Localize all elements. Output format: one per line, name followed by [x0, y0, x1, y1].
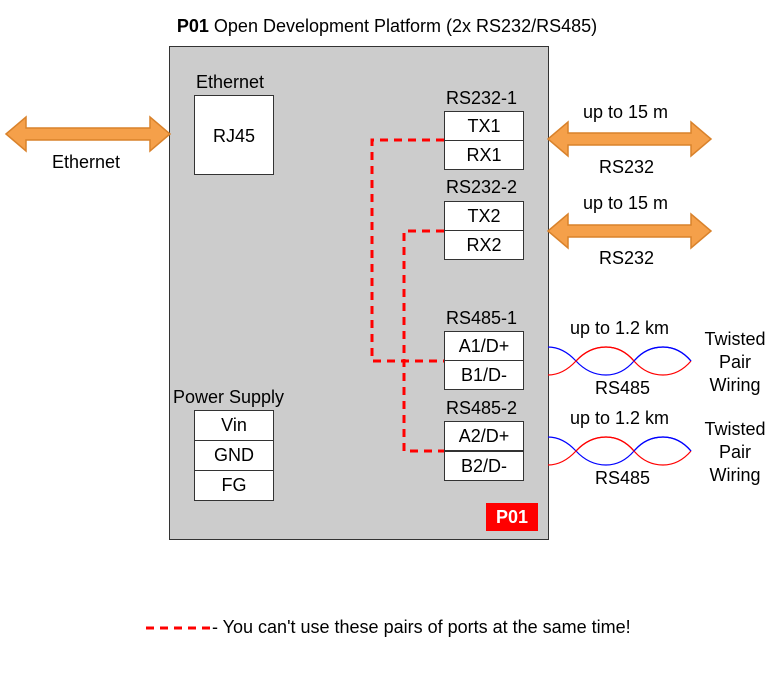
ethernet-double-arrow: [4, 115, 172, 153]
rs232-1-label: RS232-1: [446, 88, 518, 108]
pin-tx1-label: TX1: [467, 115, 501, 136]
rs485-2-wiring-line: Twisted: [704, 419, 766, 439]
pin-fg-label: FG: [221, 475, 247, 495]
pin-rx2-label: RX2: [466, 234, 502, 255]
pin-b2-label: B2/D-: [460, 455, 507, 476]
rs485-2-distance: up to 1.2 km: [570, 408, 670, 428]
power-supply-label: Power Supply: [173, 387, 285, 407]
pin-a1: A1/D+: [444, 331, 524, 361]
ethernet-section-label: Ethernet: [196, 72, 265, 92]
legend-text: - You can't use these pairs of ports at …: [212, 617, 631, 637]
pin-vin-label: Vin: [221, 415, 247, 435]
rs485-2-wiring: Twisted Pair Wiring: [700, 418, 770, 487]
pin-a1-label: A1/D+: [458, 335, 510, 356]
title-text: Open Development Platform (2x RS232/RS48…: [213, 16, 598, 36]
rs485-2-wiring-line: Pair: [718, 442, 751, 462]
p01-badge: P01: [486, 503, 538, 531]
rs232-1-distance: up to 15 m: [583, 102, 669, 122]
twisted-pair-1: [547, 346, 692, 376]
rs232-2-double-arrow: [546, 212, 713, 250]
rs485-1-label: RS485-1: [446, 308, 518, 328]
rs485-1-wiring-line: Wiring: [709, 375, 761, 395]
rs485-1-wiring-line: Pair: [718, 352, 751, 372]
rs232-1-double-arrow: [546, 120, 713, 158]
rs232-2-label: RS232-2: [446, 177, 518, 197]
pin-rx1-label: RX1: [466, 144, 502, 165]
ethernet-link-label: Ethernet: [52, 152, 121, 172]
rs485-1-wiring-line: Twisted: [704, 329, 766, 349]
pin-tx1: TX1: [444, 111, 524, 141]
rs485-2-type: RS485: [595, 468, 651, 488]
pin-b1-label: B1/D-: [460, 364, 507, 385]
rj45-label: RJ45: [212, 126, 256, 146]
pin-a2-label: A2/D+: [458, 425, 510, 446]
rs485-2-wiring-line: Wiring: [709, 465, 761, 485]
pin-rx1: RX1: [444, 140, 524, 170]
twisted-pair-2: [547, 436, 692, 466]
rs232-1-type: RS232: [599, 157, 655, 177]
rs232-2-type: RS232: [599, 248, 655, 268]
rs232-2-distance: up to 15 m: [583, 193, 669, 213]
rs485-2-label: RS485-2: [446, 398, 518, 418]
exclusive-link-rs232-1-rs485-1: [370, 138, 444, 363]
rj45-connector: RJ45: [194, 95, 274, 175]
pin-fg: FG: [194, 470, 274, 501]
pin-gnd: GND: [194, 440, 274, 471]
pin-tx2: TX2: [444, 201, 524, 231]
pin-a2: A2/D+: [444, 421, 524, 451]
pin-rx2: RX2: [444, 230, 524, 260]
pin-gnd-label: GND: [214, 445, 254, 465]
rs485-1-type: RS485: [595, 378, 651, 398]
rs485-1-wiring: Twisted Pair Wiring: [700, 328, 770, 397]
exclusive-link-rs232-2-rs485-2: [402, 229, 444, 453]
diagram-title: P01 Open Development Platform (2x RS232/…: [0, 16, 774, 37]
rs485-1-distance: up to 1.2 km: [570, 318, 670, 338]
title-id: P01: [176, 16, 209, 36]
pin-b1: B1/D-: [444, 360, 524, 390]
pin-b2: B2/D-: [444, 451, 524, 481]
pin-tx2-label: TX2: [467, 205, 501, 226]
